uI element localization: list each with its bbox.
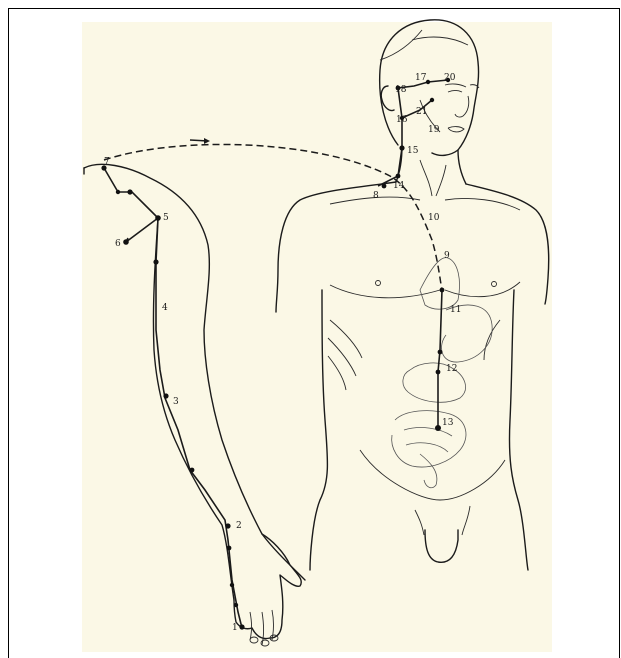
label-1: 1 (232, 623, 238, 633)
point-marker (190, 468, 195, 473)
point-marker (382, 184, 387, 189)
point-marker (436, 370, 441, 375)
label-18: 18 (395, 85, 407, 95)
point-marker (153, 259, 158, 264)
label-17: 17 (415, 73, 427, 83)
label-2: 2 (236, 521, 242, 531)
label-5: 5 (163, 213, 169, 223)
point-marker (127, 189, 132, 194)
label-19: 19 (428, 125, 440, 135)
point-marker (399, 145, 404, 150)
point-marker (440, 288, 445, 293)
label-11: 11 (450, 305, 461, 315)
label-10: 10 (428, 213, 440, 223)
point-marker (116, 190, 120, 194)
label-20: 20 (444, 73, 456, 83)
point-marker (435, 425, 441, 431)
point-marker (163, 393, 168, 398)
label-7: 7 (104, 157, 110, 167)
point-marker (123, 239, 129, 245)
label-8: 8 (373, 191, 379, 201)
label-6: 6 (115, 239, 121, 249)
label-16: 16 (396, 115, 408, 125)
label-4: 4 (162, 303, 168, 313)
paper-background (82, 22, 552, 652)
label-13: 13 (442, 418, 454, 428)
point-marker (230, 583, 234, 587)
label-21: 21 (416, 107, 427, 117)
point-marker (396, 174, 401, 179)
point-marker (227, 546, 232, 551)
point-marker (155, 215, 161, 221)
point-marker (438, 350, 443, 355)
label-15: 15 (407, 146, 419, 156)
point-marker (430, 98, 434, 102)
point-marker (239, 624, 244, 629)
label-3: 3 (173, 397, 179, 407)
label-14: 14 (393, 181, 405, 191)
label-12: 12 (446, 364, 457, 374)
point-marker (225, 523, 230, 528)
point-marker (234, 603, 238, 607)
point-marker (426, 80, 430, 84)
label-9: 9 (444, 251, 450, 261)
